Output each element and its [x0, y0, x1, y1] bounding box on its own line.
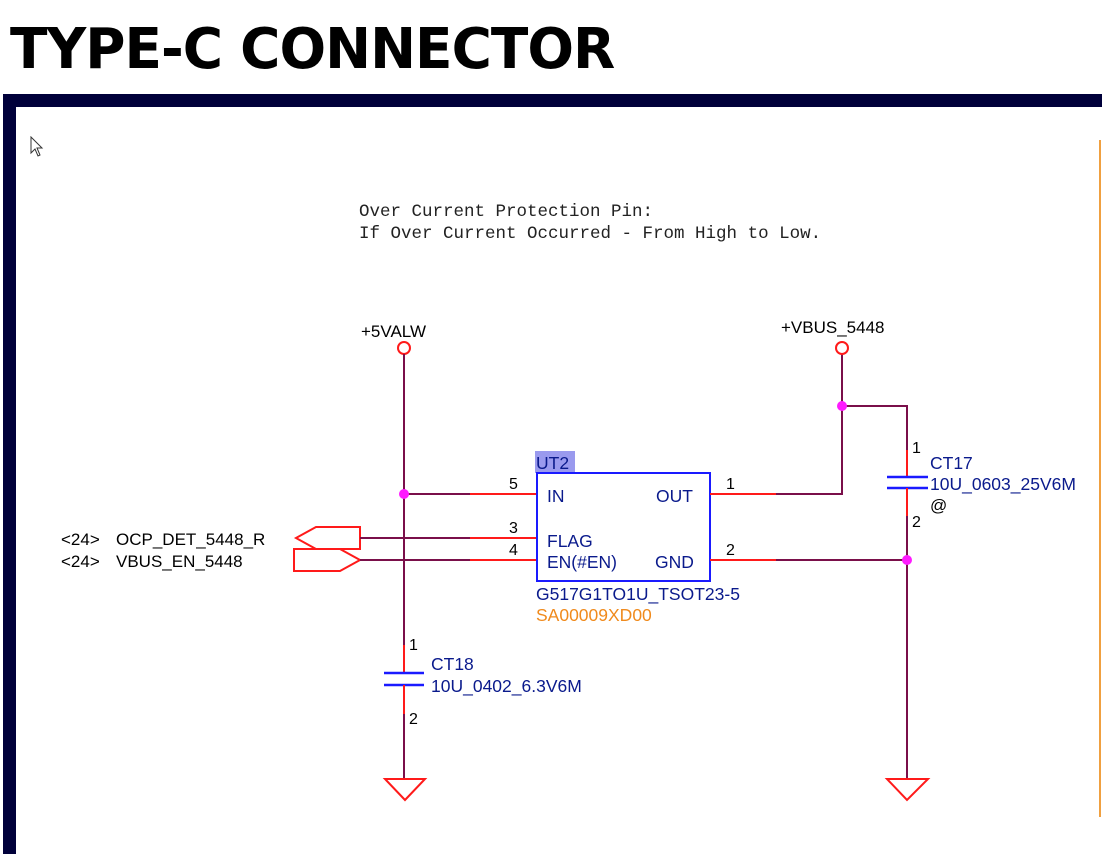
ct18-value: 10U_0402_6.3V6M	[431, 676, 582, 697]
ct18-pin1-number: 1	[409, 637, 418, 654]
offpage-input-connector-icon[interactable]	[293, 548, 363, 572]
note-line-2: If Over Current Occurred - From High to …	[359, 224, 821, 244]
offpage-ocp-ref: <24>	[61, 530, 100, 549]
ct17-extra-marker: @	[930, 496, 947, 515]
ut2-part-name: G517G1TO1U_TSOT23-5	[536, 584, 740, 605]
page-title: TYPE-C CONNECTOR	[10, 17, 615, 82]
ut2-part-number: SA00009XD00	[536, 605, 652, 625]
ut2-pin-in-label: IN	[547, 486, 565, 506]
junction-dot	[837, 401, 847, 411]
power-rail-5valw-label: +5VALW	[361, 322, 426, 341]
ut2-pin-flag-label: FLAG	[547, 531, 593, 551]
power-port-5valw-icon[interactable]	[397, 341, 411, 355]
ut2-pin1-number: 1	[726, 476, 735, 493]
power-rail-vbus-label: +VBUS_5448	[781, 318, 885, 337]
mouse-cursor-icon	[30, 136, 44, 157]
ground-icon	[382, 778, 428, 802]
ut2-refdes[interactable]: UT2	[536, 453, 569, 473]
power-port-vbus-icon[interactable]	[835, 341, 849, 355]
ut2-pin-out-label: OUT	[656, 486, 693, 506]
ut2-pin-en-label: EN(#EN)	[547, 552, 617, 572]
offpage-vbus-en-net[interactable]: VBUS_EN_5448	[116, 552, 243, 571]
ut2-body[interactable]	[536, 472, 711, 582]
offpage-output-connector-icon[interactable]	[293, 526, 361, 550]
schematic-canvas: Over Current Protection Pin: If Over Cur…	[61, 140, 1101, 817]
note-line-1: Over Current Protection Pin:	[359, 202, 653, 222]
ut2-pin2-number: 2	[726, 542, 735, 559]
ct18-refdes[interactable]: CT18	[431, 654, 474, 674]
ut2-pin5-number: 5	[509, 476, 518, 493]
ct18-pin2-number: 2	[409, 711, 418, 728]
wire-vbus-to-ct17	[842, 405, 908, 450]
junction-dot	[902, 555, 912, 565]
ct17-pin1-number: 1	[912, 440, 921, 457]
ground-icon	[884, 778, 931, 802]
offpage-vbus-en-ref: <24>	[61, 552, 100, 571]
junction-dot	[399, 489, 409, 499]
ct17-value: 10U_0603_25V6M	[930, 474, 1076, 495]
offpage-ocp-net[interactable]: OCP_DET_5448_R	[116, 530, 265, 549]
ut2-refdes-highlight	[535, 451, 575, 473]
ct17-pin2-number: 2	[912, 514, 921, 531]
ct17-refdes[interactable]: CT17	[930, 453, 973, 473]
ut2-pin3-number: 3	[509, 520, 518, 537]
wire-out-to-vbus	[776, 354, 843, 495]
ut2-pin4-number: 4	[509, 542, 518, 559]
ut2-pin-gnd-label: GND	[655, 552, 694, 572]
